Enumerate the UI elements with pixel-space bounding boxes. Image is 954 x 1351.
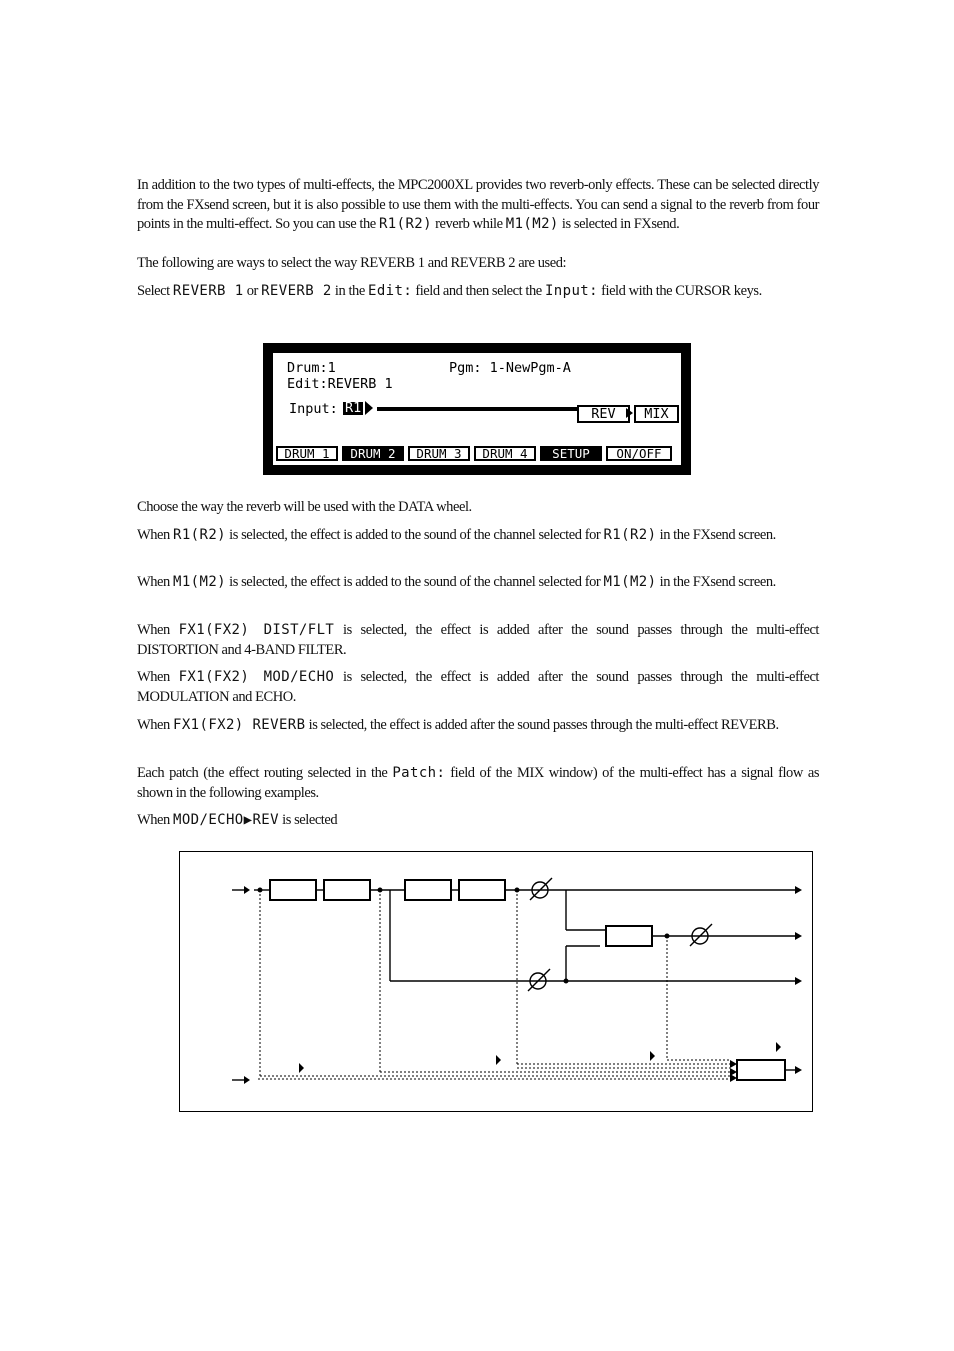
patch-paragraph: Each patch (the effect routing selected … [137,765,820,801]
mix-button[interactable]: MIX [634,405,679,423]
reverb-paragraph: When FX1(FX2) REVERB is selected, the ef… [137,717,779,733]
screen-program-label: Pgm: 1-NewPgm-A [449,360,571,376]
effect-block-1 [269,879,317,901]
tab-drum-1[interactable]: DRUM 1 [276,446,338,461]
tab-drum-4[interactable]: DRUM 4 [474,446,536,461]
r1-paragraph: When R1(R2) is selected, the effect is a… [137,527,776,543]
rev-button[interactable]: REV [577,405,630,423]
tab-setup[interactable]: SETUP [540,446,602,461]
intro-paragraph: In addition to the two types of multi-ef… [137,177,819,232]
effect-block-3 [404,879,452,901]
signal-flow-svg [232,877,802,1084]
output-1-arrow-icon [795,886,802,894]
m1-paragraph: When M1(M2) is selected, the effect is a… [137,574,776,590]
level-knob-1-icon [531,881,549,899]
tab-on-off[interactable]: ON/OFF [606,446,672,461]
select-instructions-paragraph: Select REVERB 1 or REVERB 2 in the Edit:… [137,283,762,299]
screen-input-label: Input: [289,401,338,417]
mod-echo-rev-caption: When MOD/ECHO▶REV is selected [137,812,338,828]
screen-drum-label: Drum:1 [287,360,336,376]
level-knob-2-icon [529,972,547,990]
reverb-block [736,1059,786,1081]
input-2-arrow-icon [244,1076,250,1084]
mod-echo-paragraph: When FX1(FX2) MOD/ECHO is selected, the … [137,669,820,705]
signal-line [377,407,577,411]
dist-flt-paragraph: When FX1(FX2) DIST/FLT is selected, the … [137,622,820,658]
effect-block-2 [323,879,371,901]
rev-to-mix-arrow-icon [626,408,633,418]
output-2-arrow-icon [795,932,802,940]
reverb-output-arrow-icon [795,1066,802,1074]
screen-input-value[interactable]: R1 [343,400,364,416]
tab-drum-2[interactable]: DRUM 2 [342,446,404,461]
signal-flow-diagram [179,851,813,1112]
input-arrow-icon [365,401,373,415]
tab-drum-3[interactable]: DRUM 3 [408,446,470,461]
effect-block-5 [605,925,653,947]
output-3-arrow-icon [795,977,802,985]
lcd-screen: Drum:1 Pgm: 1-NewPgm-A Edit:REVERB 1 Inp… [263,343,691,475]
effect-block-4 [458,879,506,901]
level-knob-3-icon [691,927,709,945]
ways-intro-paragraph: The following are ways to select the way… [137,255,567,271]
input-arrow-icon [244,886,250,894]
data-wheel-paragraph: Choose the way the reverb will be used w… [137,499,472,515]
screen-edit-field[interactable]: Edit:REVERB 1 [287,376,393,392]
